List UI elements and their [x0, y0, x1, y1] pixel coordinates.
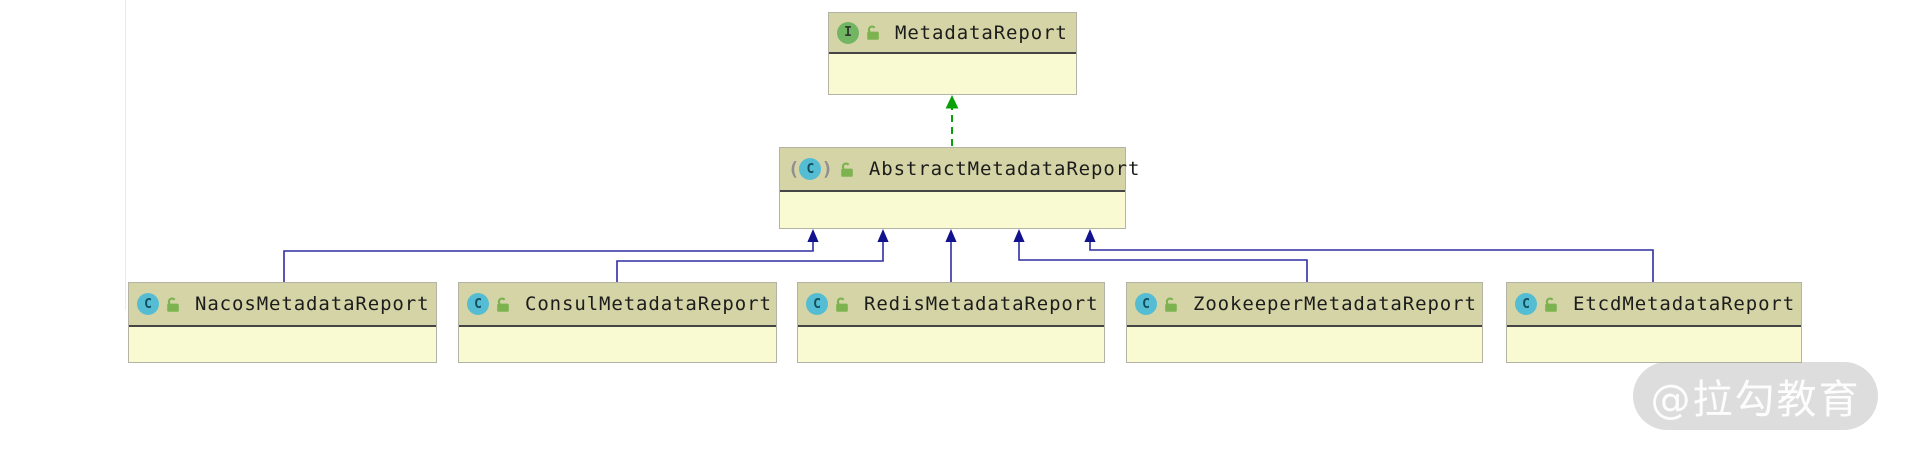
class-icon: C — [467, 293, 489, 315]
edge-nacos-extends-abstract[interactable] — [283, 229, 819, 283]
public-visibility-lock-icon — [1162, 296, 1179, 313]
node-label: EtcdMetadataReport — [1573, 293, 1796, 315]
public-visibility-lock-icon — [864, 24, 881, 41]
edge-abstract-implements-metadatareport[interactable] — [945, 95, 959, 146]
public-visibility-lock-icon — [833, 296, 850, 313]
abstract-class-node-abstract-metadata-report[interactable]: ( C ) AbstractMetadataReport — [779, 147, 1139, 229]
node-label: ConsulMetadataReport — [525, 293, 772, 315]
node-body — [129, 327, 436, 362]
public-visibility-lock-icon — [164, 296, 181, 313]
abstract-class-icon: C — [799, 158, 822, 180]
watermark-text: @拉勾教育 — [1650, 377, 1861, 423]
node-label: RedisMetadataReport — [864, 293, 1099, 315]
node-body — [1507, 327, 1801, 362]
class-icon: C — [137, 293, 159, 315]
edge-redis-extends-abstract[interactable] — [945, 229, 957, 283]
node-header: ( C ) AbstractMetadataReport — [780, 148, 1139, 192]
public-visibility-lock-icon — [838, 161, 855, 178]
class-node-nacos-metadata-report[interactable]: C NacosMetadataReport — [128, 282, 437, 363]
abstract-icon-paren-close: ) — [821, 158, 833, 180]
edge-consul-extends-abstract[interactable] — [616, 229, 889, 283]
class-icon: C — [1135, 293, 1157, 315]
node-label: NacosMetadataReport — [195, 293, 430, 315]
node-label: MetadataReport — [895, 21, 1068, 44]
class-node-etcd-metadata-report[interactable]: C EtcdMetadataReport — [1506, 282, 1802, 363]
interface-icon: I — [837, 21, 859, 44]
node-body — [1127, 327, 1482, 362]
node-label: ZookeeperMetadataReport — [1193, 293, 1477, 315]
node-header: C RedisMetadataReport — [798, 283, 1104, 327]
lagou-watermark-badge: @拉勾教育 — [1633, 362, 1878, 430]
node-body — [780, 192, 1125, 228]
node-body — [829, 54, 1076, 94]
class-node-zookeeper-metadata-report[interactable]: C ZookeeperMetadataReport — [1126, 282, 1483, 363]
public-visibility-lock-icon — [1542, 296, 1559, 313]
node-header: C ZookeeperMetadataReport — [1127, 283, 1482, 327]
node-header: C ConsulMetadataReport — [459, 283, 776, 327]
node-header: I MetadataReport — [829, 13, 1076, 54]
edge-etcd-extends-abstract[interactable] — [1084, 229, 1654, 283]
node-body — [459, 327, 776, 362]
node-header: C NacosMetadataReport — [129, 283, 436, 327]
class-icon: C — [806, 293, 828, 315]
node-header: C EtcdMetadataReport — [1507, 283, 1801, 327]
node-label: AbstractMetadataReport — [868, 158, 1141, 180]
class-icon: C — [1515, 293, 1537, 315]
node-body — [798, 327, 1104, 362]
edge-zookeeper-extends-abstract[interactable] — [1013, 229, 1308, 283]
class-node-consul-metadata-report[interactable]: C ConsulMetadataReport — [458, 282, 777, 363]
interface-node-metadata-report[interactable]: I MetadataReport — [828, 12, 1077, 95]
class-node-redis-metadata-report[interactable]: C RedisMetadataReport — [797, 282, 1105, 363]
public-visibility-lock-icon — [494, 296, 511, 313]
panel-edge-divider — [125, 0, 126, 310]
abstract-icon-paren-open: ( — [788, 158, 800, 180]
